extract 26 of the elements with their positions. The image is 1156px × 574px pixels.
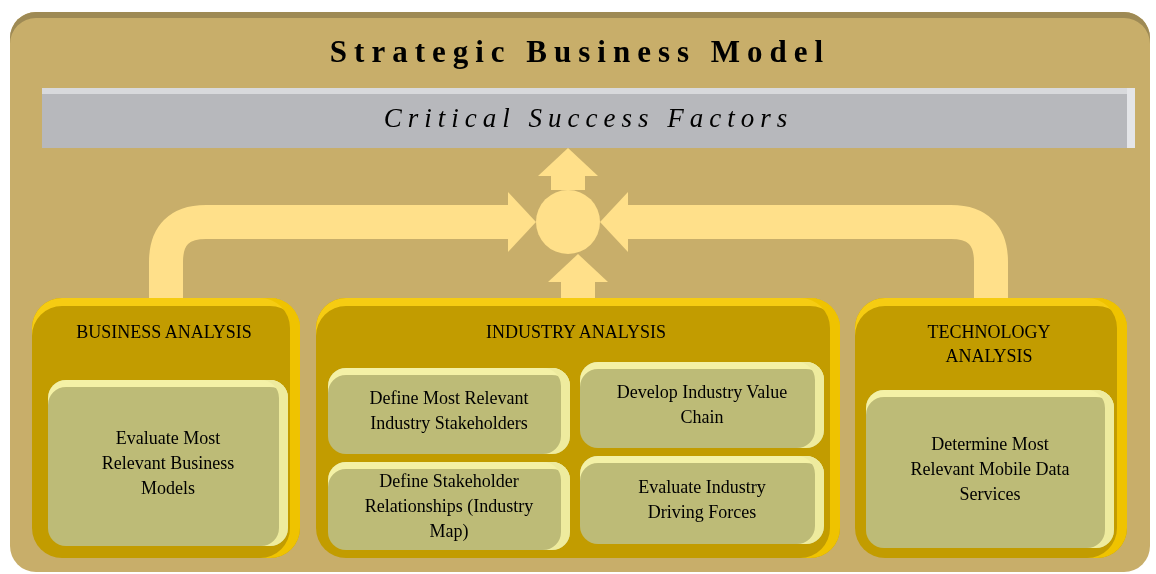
task-box — [328, 368, 570, 454]
task-label: Define Most Relevant Industry Stakeholders — [368, 387, 530, 435]
group-heading: INDUSTRY ANALYSIS — [485, 321, 667, 344]
task-label: Define Stakeholder Relationships (Industry Map) — [364, 469, 534, 543]
group-heading: BUSINESS ANALYSIS — [76, 321, 252, 344]
group-heading: TECHNOLOGY ANALYSIS — [926, 321, 1052, 368]
task-box — [866, 390, 1114, 548]
task-box — [580, 362, 824, 448]
analysis-box — [32, 298, 300, 558]
task-label: Evaluate Industry Driving Forces — [637, 476, 767, 524]
task-box — [580, 456, 824, 544]
task-box — [328, 462, 570, 550]
model-panel — [10, 12, 1150, 572]
flow-arrow — [548, 254, 608, 298]
analysis-box — [316, 298, 840, 558]
task-box — [48, 380, 288, 546]
factors-bar — [42, 88, 1135, 148]
task-label: Evaluate Most Relevant Business Models — [100, 426, 236, 500]
bar-label: Critical Success Factors — [383, 101, 794, 135]
task-label: Develop Industry Value Chain — [616, 381, 788, 429]
panel-title: Strategic Business Model — [329, 34, 831, 70]
flow-arrow — [149, 192, 536, 298]
flow-arrow — [600, 192, 1008, 298]
task-label: Determine Most Relevant Mobile Data Services — [909, 432, 1071, 506]
analysis-box — [855, 298, 1127, 558]
flow-arrow — [538, 148, 598, 190]
